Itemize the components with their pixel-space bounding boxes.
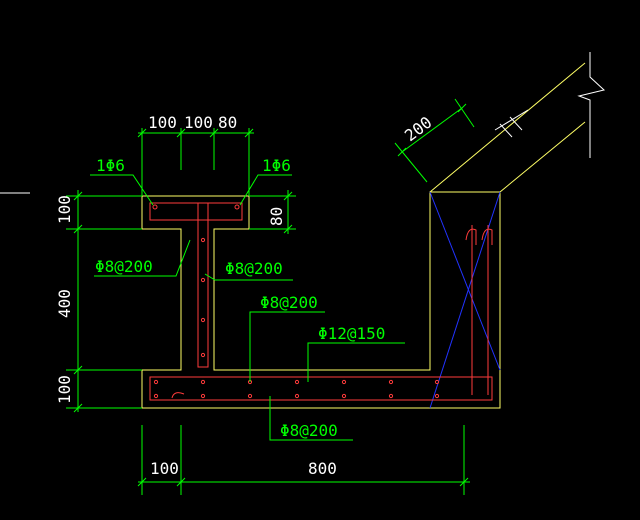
rebar-dot (200, 393, 206, 399)
rebar-dot (388, 393, 394, 399)
dim-top-3: 80 (218, 113, 237, 132)
rebar-dot (152, 204, 158, 210)
label-stirrup-web-left: Φ8@200 (95, 257, 153, 276)
rebar-group (149, 202, 493, 401)
dim-left-1: 100 (55, 195, 74, 224)
break-line (577, 52, 606, 158)
rebar-dot (294, 379, 300, 385)
dim-left-3: 100 (55, 375, 74, 404)
label-main-bar: Φ12@150 (318, 324, 385, 343)
flange-stirrup (149, 202, 243, 221)
rebar-dot (200, 352, 206, 358)
rebar-dot (200, 237, 206, 243)
dim-bottom-2: 800 (308, 459, 337, 478)
rebar-dot (341, 379, 347, 385)
slab-chamfer (429, 62, 586, 193)
slab-chamfer-2 (499, 121, 586, 193)
rebar-dot (434, 379, 440, 385)
rebar-dot (434, 393, 440, 399)
dim-top-2: 100 (184, 113, 213, 132)
rebar-dot (234, 204, 240, 210)
rebar-dot (247, 393, 253, 399)
rebar-dot (200, 317, 206, 323)
rebar-dot (341, 393, 347, 399)
rebar-dot (153, 393, 159, 399)
dim-left-2: 400 (55, 289, 74, 318)
slab-hook (171, 392, 185, 399)
dim-right-flange: 80 (267, 207, 286, 226)
label-flange-bar-left: 1Φ6 (96, 156, 125, 175)
diagonal-line-2 (429, 191, 501, 409)
label-stirrup-slab-top: Φ8@200 (260, 293, 318, 312)
dim-bottom-1: 100 (150, 459, 179, 478)
dim-slope: 200 (401, 113, 436, 146)
dim-top-1: 100 (148, 113, 177, 132)
rebar-dot (294, 393, 300, 399)
dimension-lines (66, 98, 475, 495)
label-stirrup-slab-bottom: Φ8@200 (280, 421, 338, 440)
rebar-dot (388, 379, 394, 385)
leader-lines (90, 174, 405, 441)
diagonal-line-1 (429, 191, 501, 371)
rebar-dots (152, 204, 440, 399)
rebar-dot (200, 277, 206, 283)
slope-symbol (494, 109, 529, 138)
rebar-dot (153, 379, 159, 385)
rebar-dot (200, 379, 206, 385)
label-stirrup-web-right: Φ8@200 (225, 259, 283, 278)
slab-stirrup (149, 376, 493, 401)
section-outline (141, 191, 501, 409)
web-stirrup (197, 202, 209, 368)
label-flange-bar-right: 1Φ6 (262, 156, 291, 175)
wall-hook-2 (481, 228, 493, 245)
wall-hook (465, 228, 477, 245)
